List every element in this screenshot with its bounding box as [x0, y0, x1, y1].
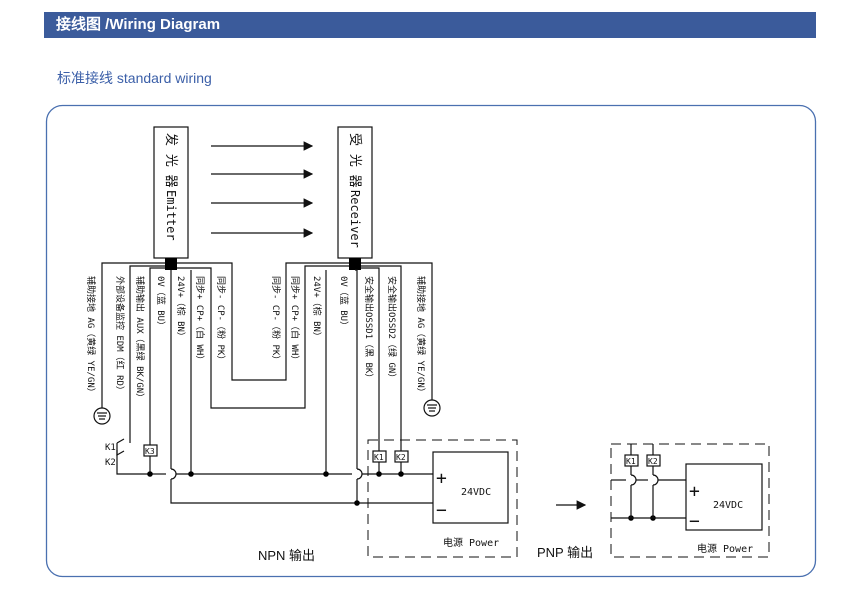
npn-dashed-box — [367, 439, 518, 558]
emitter-wire-labels: 辅助接地 AG（黄绿 YE/GN） 外部设备监控 EDM（红 RD） 辅助输出 … — [85, 276, 227, 402]
wire-label: 0V（蓝 BU） — [155, 276, 167, 330]
relay-k1-label: K1 — [374, 453, 384, 462]
receiver-wire-labels: 同步- CP-（粉 PK） 同步+ CP+（白 WH） 24V+（棕 BN） 0… — [270, 276, 427, 397]
relay-k2 — [394, 450, 409, 463]
wire-label: 同步+ CP+（白 WH） — [194, 276, 206, 364]
subtitle: 标准接线 standard wiring — [57, 70, 212, 86]
power-label: 电源 Power — [697, 542, 753, 555]
wire-label: 同步+ CP+（白 WH） — [289, 276, 301, 364]
light-beams — [211, 141, 314, 238]
power-minus: − — [689, 511, 700, 532]
wire-label: 安全输出OSSD2（绿 GN） — [386, 276, 398, 382]
power-plus: + — [436, 468, 447, 489]
power-label: 电源 Power — [443, 536, 499, 549]
power-plus: + — [689, 481, 700, 502]
emitter-label-en: Emitter — [164, 190, 178, 241]
junction-dots — [147, 471, 656, 521]
ground-icon — [423, 399, 441, 417]
contact-k1-label: K1 — [105, 443, 116, 453]
wire-label: 外部设备监控 EDM（红 RD） — [114, 276, 126, 395]
power-minus: − — [436, 500, 447, 521]
relay-k1-label: K1 — [626, 457, 636, 466]
wire-label: 辅助接地 AG（黄绿 YE/GN） — [415, 276, 427, 397]
wire-label: 24V+（棕 BN） — [311, 276, 323, 341]
edm-contacts — [116, 438, 125, 457]
emitter-connector — [165, 258, 177, 270]
wire-label: 辅助接地 AG（黄绿 YE/GN） — [85, 276, 97, 397]
relay-k3-label: K3 — [145, 447, 155, 456]
relay-k1 — [624, 454, 639, 467]
contact-k2-label: K2 — [105, 458, 116, 468]
power-supply-box — [685, 463, 763, 531]
wire-label: 0V（蓝 BU） — [338, 276, 350, 330]
receiver-connector — [349, 258, 361, 270]
relay-k3 — [143, 444, 158, 457]
diagram-frame — [45, 104, 817, 578]
wire-label: 安全输出OSSD1（黑 BK） — [363, 276, 375, 382]
pnp-dashed-box — [610, 443, 770, 558]
receiver-label-cn: 受 光 器 — [347, 133, 362, 188]
emitter-label-cn: 发 光 器 — [163, 133, 179, 188]
power-voltage: 24VDC — [461, 487, 491, 498]
wire-label: 24V+（棕 BN） — [175, 276, 187, 341]
ground-icon — [93, 407, 111, 425]
relay-k2 — [646, 454, 661, 467]
wire-label: 同步- CP-（粉 PK） — [215, 276, 227, 364]
relay-k2-label: K2 — [648, 457, 658, 466]
wire-label: 同步- CP-（粉 PK） — [270, 276, 282, 364]
relay-k1 — [372, 450, 387, 463]
power-supply-box — [432, 451, 509, 524]
section-header: 接线图 /Wiring Diagram — [44, 12, 816, 38]
relay-k2-label: K2 — [396, 453, 406, 462]
pnp-wires — [611, 444, 686, 519]
npn-label: NPN 输出 — [258, 548, 315, 563]
pnp-label: PNP 输出 — [537, 545, 593, 560]
receiver-label-en: Receiver — [348, 190, 362, 248]
emitter-wires — [101, 262, 433, 504]
wire-label: 辅助输出 AUX（黑绿 BK/GN） — [134, 276, 146, 402]
power-voltage: 24VDC — [713, 500, 743, 511]
